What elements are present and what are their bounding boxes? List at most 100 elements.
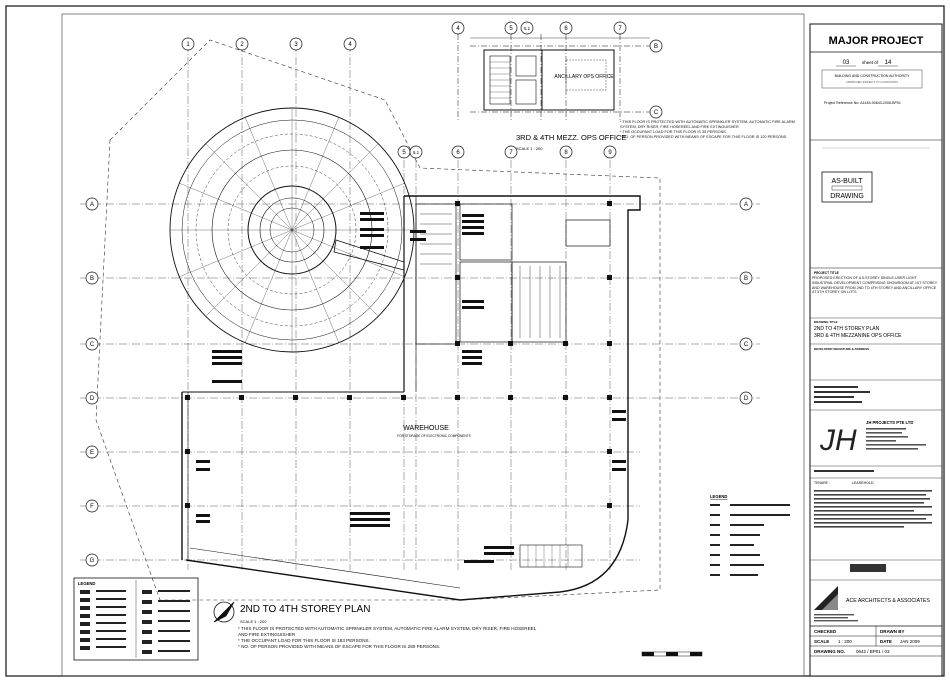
project-reference: Project Reference No: A1445-00643-2008-B… (824, 101, 901, 105)
grid-col-bubble-5: 5 (397, 145, 411, 159)
scale-value: 1 : 200 (838, 639, 852, 644)
project-title-label: PROJECT TITLE (814, 271, 839, 275)
mezz-row-bubble-C: C (649, 105, 663, 119)
grid-col-bubble-5-1-label: 5.1 (413, 150, 420, 155)
grid-row-bubble-A-label: A (90, 202, 94, 208)
grid-row-bubble-D: D (85, 391, 99, 405)
mezz-office-room (541, 49, 615, 111)
grid-col-bubble-3: 3 (289, 37, 303, 51)
sheet-of-label: sheet of (862, 60, 879, 65)
mezz-notes: * THIS FLOOR IS PROTECTED WITH AUTOMATIC… (620, 120, 805, 140)
builder-logo: JH (819, 424, 857, 457)
grid-row-bubble-C: C (85, 337, 99, 351)
mezz-col-bubble-5-1: 5.1 (520, 21, 534, 35)
builder-company: JH PROJECTS PTE LTD (866, 420, 913, 425)
mezz-col-bubble-6-label: 6 (564, 26, 568, 32)
grid-col-bubble-6: 6 (451, 145, 465, 159)
grid-row-bubble-A: A (85, 197, 99, 211)
drawing-title-2: 3RD & 4TH MEZZANINE OPS OFFICE (814, 333, 902, 339)
grid-col-bubble-8: 8 (559, 145, 573, 159)
grid-row-bubble-G: G (85, 553, 99, 567)
grid-col-bubble-2-label: 2 (240, 42, 244, 48)
grid-col-bubble-1: 1 (181, 37, 195, 51)
side-legend: LEGEND (710, 494, 790, 576)
mezz-col-bubble-4: 4 (451, 21, 465, 35)
grid-row-bubble-right-B: B (739, 271, 753, 285)
mezz-col-bubble-5: 5 (504, 21, 518, 35)
site-boundary (95, 39, 661, 601)
drawing-no-label: DRAWING NO. (814, 649, 845, 654)
project-title-text: PROPOSED ERECTION OF A 5-STOREY SINGLE-U… (812, 276, 938, 295)
approval-stamp (821, 69, 923, 89)
grid-row-bubble-right-C: C (739, 337, 753, 351)
developer-label: DEVELOPER SIGNATURE & ADDRESS (814, 347, 869, 351)
grid-row-bubble-E: E (85, 445, 99, 459)
grid-row-bubble-right-A-label: A (744, 202, 748, 208)
grid-row-bubble-right-B-label: B (744, 276, 748, 282)
mezz-note-3: * NO. OF PERSON PROVIDED WITH MEANS OF E… (620, 135, 788, 139)
mezz-col-bubble-4-label: 4 (456, 26, 460, 32)
north-arrow-icon (213, 601, 235, 623)
drawing-title-1: 2ND TO 4TH STOREY PLAN (814, 326, 880, 332)
grid-col-bubble-1-label: 1 (186, 42, 190, 48)
date-label: DATE (880, 639, 892, 644)
side-legend-title: LEGEND (710, 494, 727, 499)
plan-note-2: * THE OCCUPANT LOAD FOR THIS FLOOR IS 18… (238, 638, 370, 643)
grid-row-bubble-right-D-label: D (744, 396, 749, 402)
mezz-col-bubble-7-label: 7 (618, 26, 622, 32)
tenure-value: LEASEHOLD (852, 481, 874, 485)
plan-title: 2ND TO 4TH STOREY PLAN (240, 604, 370, 615)
scale-bar (641, 651, 703, 657)
authority-label: BUILDING AND CONSTRUCTION AUTHORITY (835, 74, 911, 78)
building-outline (181, 195, 641, 601)
grid-col-bubble-4-label: 4 (348, 42, 352, 48)
plan-note-1: * THIS FLOOR IS PROTECTED WITH AUTOMATIC… (238, 626, 537, 637)
grid-col-bubble-5-label: 5 (402, 150, 406, 156)
grid-col-bubble-6-label: 6 (456, 150, 460, 156)
grid-row-bubble-right-C-label: C (744, 342, 749, 348)
mezz-note-1: * THIS FLOOR IS PROTECTED WITH AUTOMATIC… (620, 120, 795, 129)
grid-row-bubble-D-label: D (90, 396, 95, 402)
as-built-line-2: DRAWING (830, 193, 864, 200)
architect-name: ACE ARCHITECTS & ASSOCIATES (846, 598, 930, 604)
scale-label: SCALE (814, 639, 829, 644)
major-project-label: MAJOR PROJECT (829, 35, 924, 47)
drawing-area-border (61, 13, 805, 677)
plan-scale: SCALE 1 : 200 (240, 619, 267, 624)
grid-col-bubble-2: 2 (235, 37, 249, 51)
grid-row-bubble-F-label: F (90, 504, 94, 510)
date-value: JAN 2009 (900, 639, 920, 644)
plan-notes: * THIS FLOOR IS PROTECTED WITH AUTOMATIC… (238, 626, 538, 650)
grid-row-bubble-B: B (85, 271, 99, 285)
mezz-col-bubble-5-label: 5 (509, 26, 513, 32)
legend-title: LEGEND (78, 581, 95, 586)
grid-row-bubble-C-label: C (90, 342, 95, 348)
mezz-col-bubble-6: 6 (559, 21, 573, 35)
checked-label: CHECKED (814, 629, 837, 634)
grid-row-bubble-right-A: A (739, 197, 753, 211)
grid-col-bubble-8-label: 8 (564, 150, 568, 156)
as-built-line-1: AS-BUILT (832, 178, 864, 185)
grid-col-bubble-7: 7 (504, 145, 518, 159)
sheet-border (5, 5, 945, 677)
mezz-col-bubble-5-1-label: 5.1 (524, 26, 531, 31)
mezz-plan (457, 34, 650, 120)
grid-row-bubble-F: F (85, 499, 99, 513)
sheet-number: 03 (843, 60, 850, 66)
grid-row-bubble-G-label: G (90, 558, 95, 564)
mezz-plan-title: 3RD & 4TH MEZZ. OPS OFFICE (516, 133, 626, 142)
drawing-no-value: 0642 / BP01 / 03 (856, 649, 890, 654)
sheet-total: 14 (885, 60, 892, 66)
spiral-ramp (169, 107, 415, 353)
drawn-by-label: DRAWN BY (880, 629, 905, 634)
mezz-plan-scale: SCALE 1 : 200 (516, 146, 543, 151)
grid-col-bubble-9-label: 9 (608, 150, 612, 156)
mezz-row-bubble-B-label: B (654, 44, 658, 50)
annotation-tags (196, 212, 626, 563)
title-block: MAJOR PROJECT 03 sheet of 14 BUILDING AN… (809, 23, 943, 677)
mezz-row-bubble-B: B (649, 39, 663, 53)
grid-col-bubble-3-label: 3 (294, 42, 298, 48)
grid-col-bubble-5-1: 5.1 (409, 145, 423, 159)
grid-row-bubble-B-label: B (90, 276, 94, 282)
